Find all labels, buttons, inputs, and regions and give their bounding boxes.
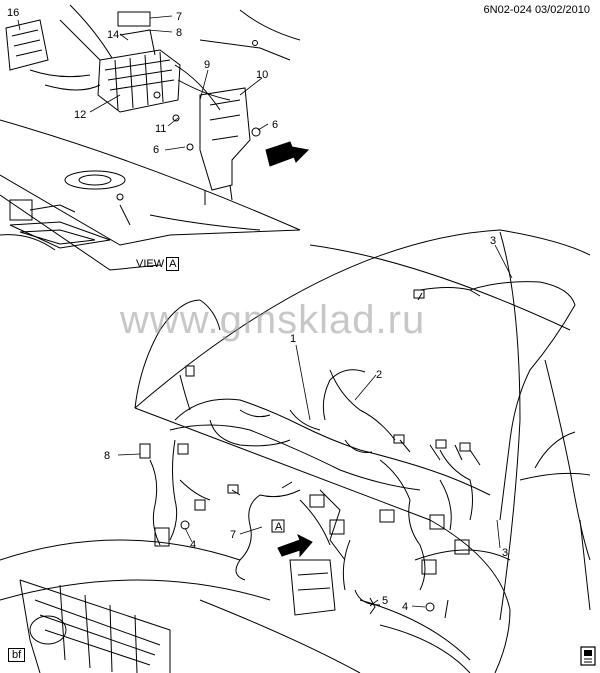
view-a-arrow: [271, 519, 313, 558]
callout-labels: 7 8 14 9 10 6 6 11 12 16 1 2 3 3 8 4 7 5…: [7, 7, 508, 613]
callout-13: 11: [155, 123, 166, 135]
diagram-code: 6N02-024 03/02/2010: [484, 4, 590, 16]
watermark: www.gmsklad.ru: [120, 298, 426, 342]
view-letter: A: [166, 257, 180, 271]
vehicle-body: [0, 229, 591, 673]
callout-15: 14: [107, 29, 119, 41]
callout-11: 9: [204, 59, 210, 71]
manual-book-icon: [580, 646, 596, 666]
callout-6-left: 6: [153, 144, 159, 156]
diagram-date: 03/02/2010: [534, 4, 590, 16]
callout-14: 12: [74, 109, 86, 121]
harness-3: [413, 281, 576, 521]
corner-tag: bf: [8, 648, 26, 662]
callout-7: 7: [230, 529, 236, 541]
arrow-marker-letter: A: [275, 521, 283, 533]
harness-7: [227, 481, 301, 581]
callout-12: 10: [256, 69, 268, 81]
callout-16: 16: [7, 7, 19, 19]
harness-1: [169, 365, 491, 616]
callout-1: 1: [290, 333, 296, 345]
callout-8: 8: [104, 450, 110, 462]
callout-3-top: 3: [490, 235, 496, 247]
callout-2: 2: [376, 369, 382, 381]
module-16: [5, 19, 49, 71]
harness-8: [139, 439, 211, 547]
callout-10: 8: [176, 27, 182, 39]
callout-6-top: 6: [272, 119, 278, 131]
callout-5: 5: [382, 595, 388, 607]
bracket-12: [186, 87, 261, 205]
diagram-id: 6N02-024: [483, 4, 532, 16]
leader-lines: [17, 15, 513, 608]
front-arrow: [265, 141, 310, 167]
view-prefix: VIEW: [136, 258, 165, 270]
callout-3-bottom: 3: [502, 547, 508, 559]
callout-4-right: 4: [402, 601, 408, 613]
fasteners-lower: [369, 597, 449, 619]
view-a-inset: [0, 9, 301, 271]
callout-9: 7: [176, 11, 182, 23]
callout-4-left: 4: [190, 539, 196, 551]
